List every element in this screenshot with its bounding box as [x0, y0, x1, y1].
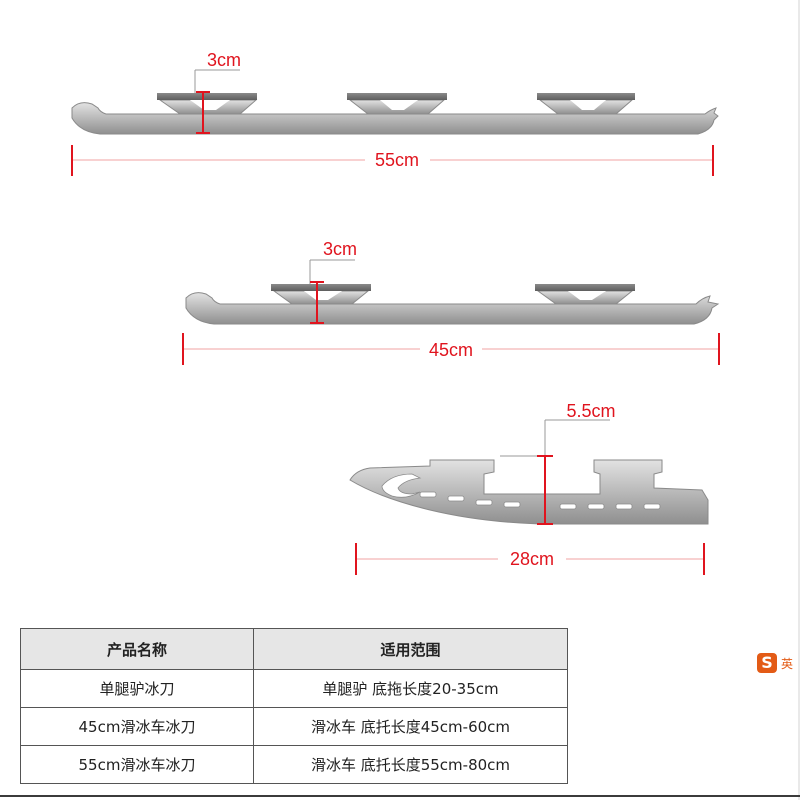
sogou-ime-icon[interactable]: S	[757, 653, 777, 673]
blade-45-height-label: 3cm	[323, 239, 357, 259]
table-cell-scope: 单腿驴 底拖长度20-35cm	[253, 669, 568, 708]
table-row: 45cm滑冰车冰刀 滑冰车 底托长度45cm-60cm	[20, 707, 568, 746]
table-cell-scope: 滑冰车 底托长度55cm-80cm	[253, 745, 568, 784]
blade-45-pedestals	[271, 284, 635, 305]
ime-language-toggle[interactable]: 英	[781, 656, 794, 671]
blade-28-length-label: 28cm	[510, 549, 554, 569]
spec-table: 产品名称 适用范围 单腿驴冰刀 单腿驴 底拖长度20-35cm 45cm滑冰车冰…	[20, 628, 568, 784]
blade-45-body	[185, 292, 720, 325]
blade-28-height-label: 5.5cm	[566, 401, 615, 421]
ime-toolbar[interactable]: S 英	[757, 652, 800, 674]
table-cell-product: 单腿驴冰刀	[20, 669, 254, 708]
bottom-frame-line	[0, 795, 800, 797]
table-header-scope: 适用范围	[253, 628, 568, 670]
table-header-product: 产品名称	[20, 628, 254, 670]
blade-55-length-label: 55cm	[375, 150, 419, 170]
blade-45-length-label: 45cm	[429, 340, 473, 360]
blade-diagram: 3cm 55cm 3cm 45cm	[71, 50, 720, 575]
blade-55-height-label: 3cm	[207, 50, 241, 70]
table-cell-product: 45cm滑冰车冰刀	[20, 707, 254, 746]
table-cell-scope: 滑冰车 底托长度45cm-60cm	[253, 707, 568, 746]
blade-55cm: 3cm 55cm	[71, 50, 719, 176]
table-cell-product: 55cm滑冰车冰刀	[20, 745, 254, 784]
blade-28-slots	[419, 491, 661, 510]
table-row: 单腿驴冰刀 单腿驴 底拖长度20-35cm	[20, 669, 568, 708]
page-right-edge	[798, 0, 800, 800]
blade-55-body	[71, 102, 719, 135]
blade-28-body	[349, 459, 709, 525]
table-header-row: 产品名称 适用范围	[20, 628, 568, 670]
blade-45cm: 3cm 45cm	[182, 239, 720, 365]
blade-28cm: 5.5cm 28cm	[349, 401, 709, 575]
blade-55-pedestals	[157, 93, 635, 115]
table-row: 55cm滑冰车冰刀 滑冰车 底托长度55cm-80cm	[20, 745, 568, 784]
